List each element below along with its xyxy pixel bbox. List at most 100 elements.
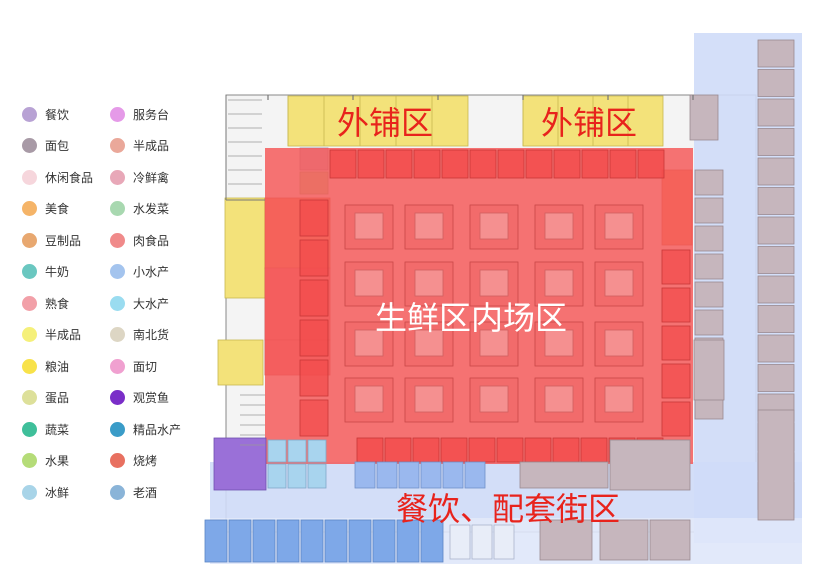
legend-item: 美食: [22, 200, 69, 218]
stall-island-core: [479, 212, 509, 240]
shop-unit: [694, 197, 724, 224]
shop-unit: [493, 524, 515, 560]
stall: [267, 463, 287, 489]
legend-label: 餐饮: [45, 107, 70, 122]
legend-item: 餐饮: [22, 105, 69, 123]
outer-shop-block: [224, 197, 268, 299]
shop-unit: [276, 519, 300, 563]
shop-unit: [420, 519, 444, 563]
stall: [413, 149, 441, 179]
stall: [661, 287, 691, 323]
shop-unit: [324, 519, 348, 563]
legend-item: 半成品: [22, 326, 81, 344]
legend-label: 面包: [45, 139, 70, 153]
shop-unit: [757, 69, 795, 97]
legend-item: 南北货: [110, 326, 169, 344]
legend-item: 冰鲜: [22, 483, 69, 501]
legend-label: 服务台: [133, 107, 170, 122]
legend-label: 观赏鱼: [133, 391, 170, 405]
stall-island-core: [604, 212, 634, 240]
stall: [299, 319, 329, 357]
legend-item: 观赏鱼: [110, 389, 169, 407]
stall: [524, 437, 552, 463]
legend-item: 休闲食品: [22, 168, 93, 186]
legend-label: 休闲食品: [45, 170, 94, 185]
shop-unit: [396, 519, 420, 563]
shop-unit: [300, 519, 324, 563]
stall-island-core: [414, 385, 444, 413]
legend-label: 精品水产: [133, 422, 182, 437]
legend-label: 熟食: [45, 296, 70, 311]
legend-label: 小水产: [133, 265, 170, 279]
legend-label: 水发菜: [133, 202, 170, 216]
legend-item: 蛋品: [22, 389, 69, 407]
stall-island: [469, 204, 519, 250]
stall-island-core: [479, 329, 509, 357]
stall-island-core: [414, 269, 444, 297]
legend-swatch: [110, 201, 125, 216]
shop-unit: [757, 128, 795, 156]
legend-item: 半成品: [110, 137, 169, 155]
legend-item: 大水产: [110, 294, 169, 312]
shop-unit: [348, 519, 372, 563]
legend-label: 蔬菜: [45, 422, 70, 437]
outer-shop-block: [217, 339, 264, 386]
stall: [441, 149, 469, 179]
stall: [497, 149, 525, 179]
legend-swatch: [22, 358, 37, 374]
legend-label: 大水产: [133, 296, 170, 311]
stall: [637, 149, 665, 179]
stall: [354, 461, 376, 489]
shop-unit: [694, 169, 724, 196]
shop-unit: [449, 524, 471, 560]
shop-unit: [599, 519, 649, 561]
legend-label: 蛋品: [45, 391, 70, 405]
legend-item: 豆制品: [22, 231, 81, 249]
stall: [661, 401, 691, 437]
legend-label: 牛奶: [45, 265, 70, 279]
legend-swatch: [22, 390, 37, 405]
map-legend: 餐饮面包休闲食品美食豆制品牛奶熟食半成品粮油蛋品蔬菜水果冰鲜服务台半成品冷鲜禽水…: [0, 0, 210, 582]
shop-unit: [609, 439, 691, 491]
shop-unit: [757, 157, 795, 186]
legend-item: 水发菜: [110, 200, 169, 218]
stall: [525, 149, 553, 179]
stall: [267, 439, 287, 463]
legend-label: 面切: [133, 359, 158, 374]
shop-unit: [757, 409, 795, 521]
legend-swatch: [110, 421, 125, 437]
stall: [287, 463, 307, 489]
legend-swatch: [22, 201, 37, 216]
stall: [398, 461, 420, 489]
stall: [299, 199, 329, 237]
stall-island-core: [414, 329, 444, 357]
legend-swatch: [22, 138, 37, 153]
shop-unit: [757, 216, 795, 245]
shop-unit: [649, 519, 691, 561]
stall-island-core: [604, 269, 634, 297]
shop-unit: [252, 519, 276, 563]
legend-item: 牛奶: [22, 263, 69, 281]
legend-swatch: [110, 264, 125, 279]
shop-unit: [694, 253, 724, 280]
zone-label-outer-shop-left: 外铺区: [337, 104, 434, 142]
legend-item: 面包: [22, 137, 69, 155]
stall: [553, 149, 581, 179]
legend-label: 南北货: [133, 328, 170, 342]
legend-item: 精品水产: [110, 420, 181, 438]
shop-unit: [213, 437, 267, 491]
legend-label: 冷鲜禽: [133, 170, 170, 185]
legend-item: 水果: [22, 452, 69, 470]
legend-label: 水果: [45, 454, 70, 468]
stall: [376, 461, 398, 489]
legend-label: 粮油: [45, 359, 70, 374]
stall: [307, 439, 327, 463]
legend-item: 熟食: [22, 294, 69, 312]
legend-label: 冰鲜: [45, 485, 70, 500]
shop-unit: [757, 246, 795, 274]
stall: [580, 437, 608, 463]
legend-swatch: [110, 453, 125, 468]
shop-unit: [757, 187, 795, 215]
legend-item: 服务台: [110, 105, 169, 123]
shop-unit: [757, 39, 795, 68]
